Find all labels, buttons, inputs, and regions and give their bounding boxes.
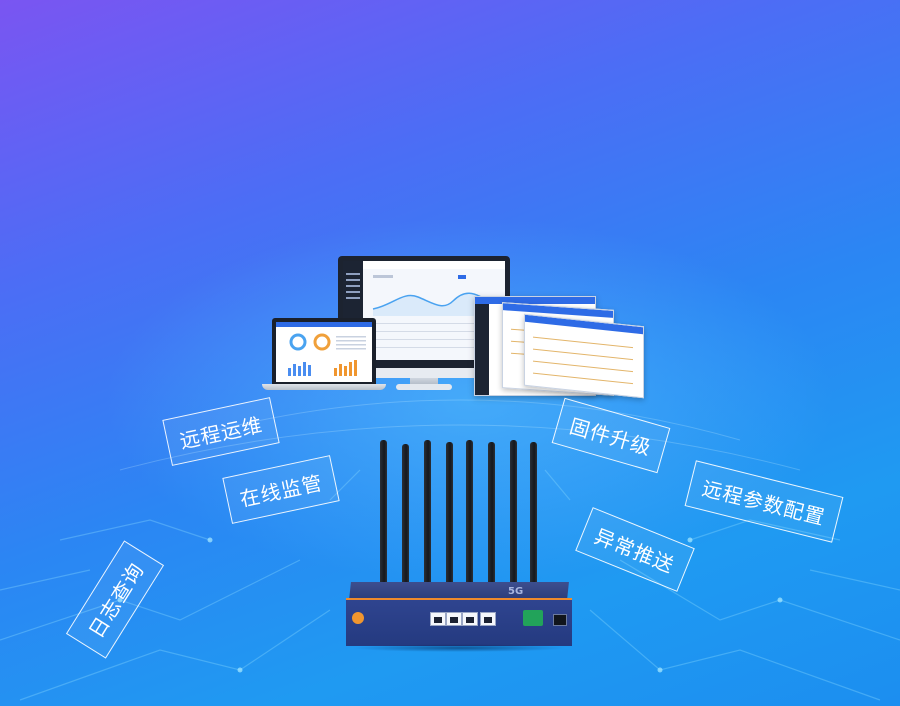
antenna bbox=[466, 440, 473, 586]
brand-logo bbox=[352, 612, 364, 624]
antenna bbox=[530, 442, 537, 586]
router-shadow bbox=[352, 644, 566, 652]
laptop-icon bbox=[262, 318, 386, 394]
power-jack bbox=[553, 614, 567, 626]
antenna bbox=[488, 442, 495, 586]
router-front-panel bbox=[346, 598, 572, 646]
terminal-block bbox=[523, 610, 543, 626]
ethernet-port bbox=[462, 612, 478, 626]
monitor-base bbox=[396, 384, 452, 390]
ethernet-port bbox=[446, 612, 462, 626]
antenna bbox=[510, 440, 517, 586]
laptop-screen bbox=[276, 322, 372, 382]
antenna bbox=[380, 440, 387, 586]
router-icon: 5G bbox=[346, 434, 572, 652]
monitor-stand bbox=[410, 378, 438, 386]
ethernet-port bbox=[480, 612, 496, 626]
app-window bbox=[524, 313, 644, 399]
antenna bbox=[446, 442, 453, 586]
ethernet-port bbox=[430, 612, 446, 626]
app-windows bbox=[474, 292, 644, 400]
antenna bbox=[424, 440, 431, 586]
antenna bbox=[402, 444, 409, 586]
analytics-preview bbox=[276, 322, 372, 376]
laptop-base bbox=[262, 384, 386, 390]
monitor-chin bbox=[338, 368, 510, 378]
fiveg-badge: 5G bbox=[508, 586, 524, 597]
